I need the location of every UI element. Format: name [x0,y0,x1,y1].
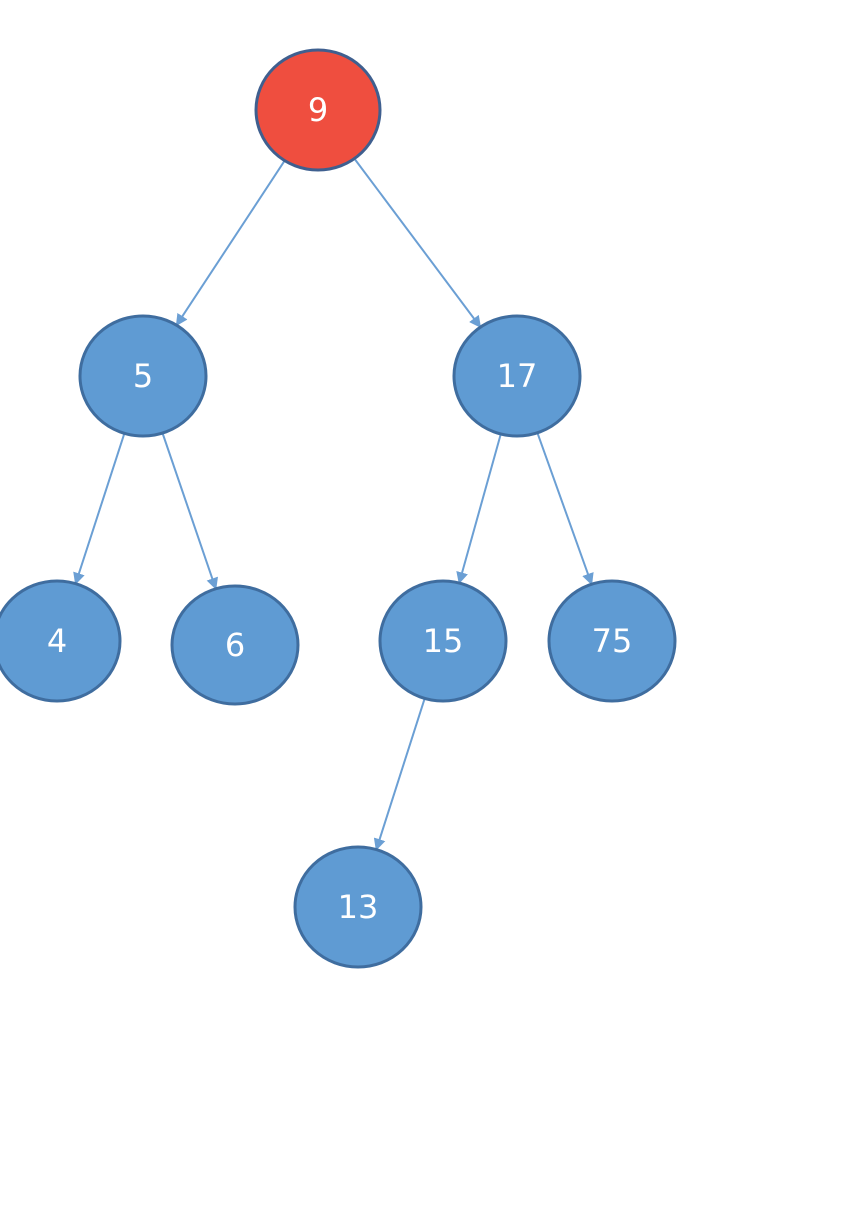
root-node-circle [254,48,382,172]
tree-node-13: 13 [293,845,423,969]
node-label: 75 [592,622,633,660]
tree-node-9: 9 [254,48,382,172]
tree-node-75: 75 [547,579,677,703]
node-circle [170,584,300,706]
edge-n15-to-n13 [373,698,426,851]
edge-n5-to-n4 [73,432,126,585]
edge-n5-to-n6 [161,432,218,590]
edge-n17-to-n15 [456,433,502,585]
node-label: 4 [47,622,67,660]
node-circle [547,579,677,703]
node-label: 17 [497,357,538,395]
tree-node-4: 4 [0,579,122,703]
node-circle [452,314,582,438]
node-circle [293,845,423,969]
edge-n9-to-n17 [353,158,482,329]
node-circle [0,579,122,703]
nodes-layer: 9 5 17 4 6 15 75 13 [0,48,677,969]
edge-n9-to-n5 [175,160,286,327]
node-circle [378,579,508,703]
node-circle [78,314,208,438]
node-label: 15 [423,622,464,660]
edge-n17-to-n75 [536,432,594,586]
node-label: 9 [308,91,328,129]
node-label: 13 [338,888,379,926]
edges-layer [73,158,594,851]
tree-node-6: 6 [170,584,300,706]
tree-node-17: 17 [452,314,582,438]
tree-node-5: 5 [78,314,208,438]
node-label: 6 [225,626,245,664]
tree-node-15: 15 [378,579,508,703]
node-label: 5 [133,357,153,395]
